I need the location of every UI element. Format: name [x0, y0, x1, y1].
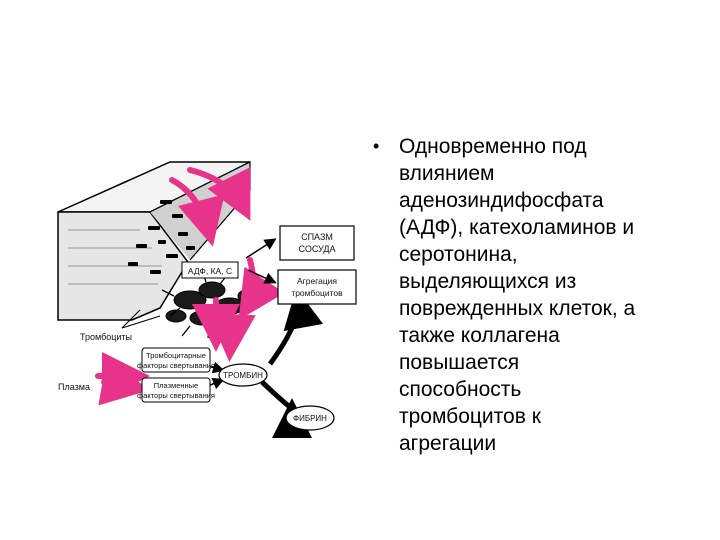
thrombin-node: ТРОМБИН: [218, 363, 268, 387]
bullet-line: Одновременно под: [399, 135, 587, 158]
plasma-factors-box: Плазменные факторы свертывания: [137, 377, 215, 403]
bullet-text: • Одновременно под влиянием аденозиндифо…: [373, 133, 693, 457]
platelet-factors-label-1: Тромбоцитарные: [146, 351, 206, 360]
diagram-canvas: СПАЗМ СОСУДА Агрегация тромбоцитов АДФ, …: [57, 161, 357, 439]
bullet-lines: Одновременно под влиянием аденозиндифосф…: [399, 133, 635, 457]
platelet-factors-label-2: факторы свертывания: [137, 361, 215, 370]
bullet-line: агрегации: [399, 432, 497, 455]
platelet-aggregation-diagram: СПАЗМ СОСУДА Агрегация тромбоцитов АДФ, …: [40, 150, 370, 450]
bullet-line: серотонина,: [399, 243, 518, 266]
plasma-factors-label-1: Плазменные: [154, 381, 198, 390]
platelets-label: Тромбоциты: [80, 332, 132, 342]
spasm-label-2: СОСУДА: [299, 244, 336, 254]
spasm-label-1: СПАЗМ: [301, 232, 333, 242]
bullet-line: выделяющихся из: [399, 270, 577, 293]
bullet-line: аденозиндифосфата: [399, 189, 604, 212]
bullet-line: влиянием: [399, 162, 495, 185]
bullet-line: повышается: [399, 351, 520, 374]
bullet-line: тромбоцитов к: [399, 405, 541, 428]
adp-box: АДФ, КА, С: [181, 261, 239, 279]
aggregation-label-2: тромбоцитов: [291, 288, 343, 298]
pink-arrows: [95, 167, 285, 406]
thrombin-label: ТРОМБИН: [223, 371, 263, 380]
bullet-line: способность: [399, 378, 522, 401]
fibrin-node: ФИБРИН: [285, 405, 335, 431]
bullet-line: поврежденных клеток, а: [399, 297, 636, 320]
adp-label: АДФ, КА, С: [188, 266, 232, 276]
spasm-box: СПАЗМ СОСУДА: [279, 225, 355, 261]
fibrin-label: ФИБРИН: [293, 414, 327, 423]
bullet-item: • Одновременно под влиянием аденозиндифо…: [373, 133, 693, 457]
aggregation-label-1: Агрегация: [297, 276, 337, 286]
plasma-factors-label-2: факторы свертывания: [137, 391, 215, 400]
bullet-line: также коллагена: [399, 324, 560, 347]
bullet-line: (АДФ), катехоламинов и: [399, 216, 635, 239]
aggregation-box: Агрегация тромбоцитов: [277, 269, 357, 305]
bullet-symbol: •: [373, 136, 380, 156]
platelet-factors-box: Тромбоцитарные факторы свертывания: [137, 347, 215, 373]
platelet-connectors: [121, 309, 161, 329]
plasma-label: Плазма: [58, 382, 90, 392]
